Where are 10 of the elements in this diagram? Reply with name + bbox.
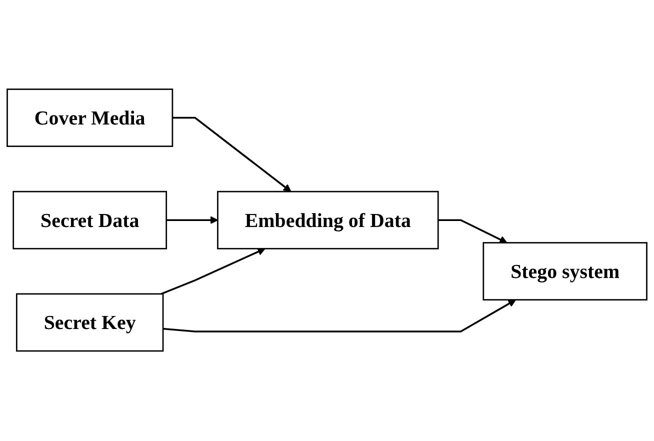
arrow xyxy=(162,300,516,333)
arrow xyxy=(160,248,266,296)
arrow xyxy=(166,216,218,224)
node-box: Secret Key xyxy=(16,294,164,352)
arrow xyxy=(438,220,508,244)
node-box: Cover Media xyxy=(6,88,174,148)
arrow xyxy=(172,117,292,192)
node-box: Embedding of Data xyxy=(217,191,439,250)
node-box: Secret Data xyxy=(12,191,168,250)
node-box: Stego system xyxy=(482,242,648,301)
